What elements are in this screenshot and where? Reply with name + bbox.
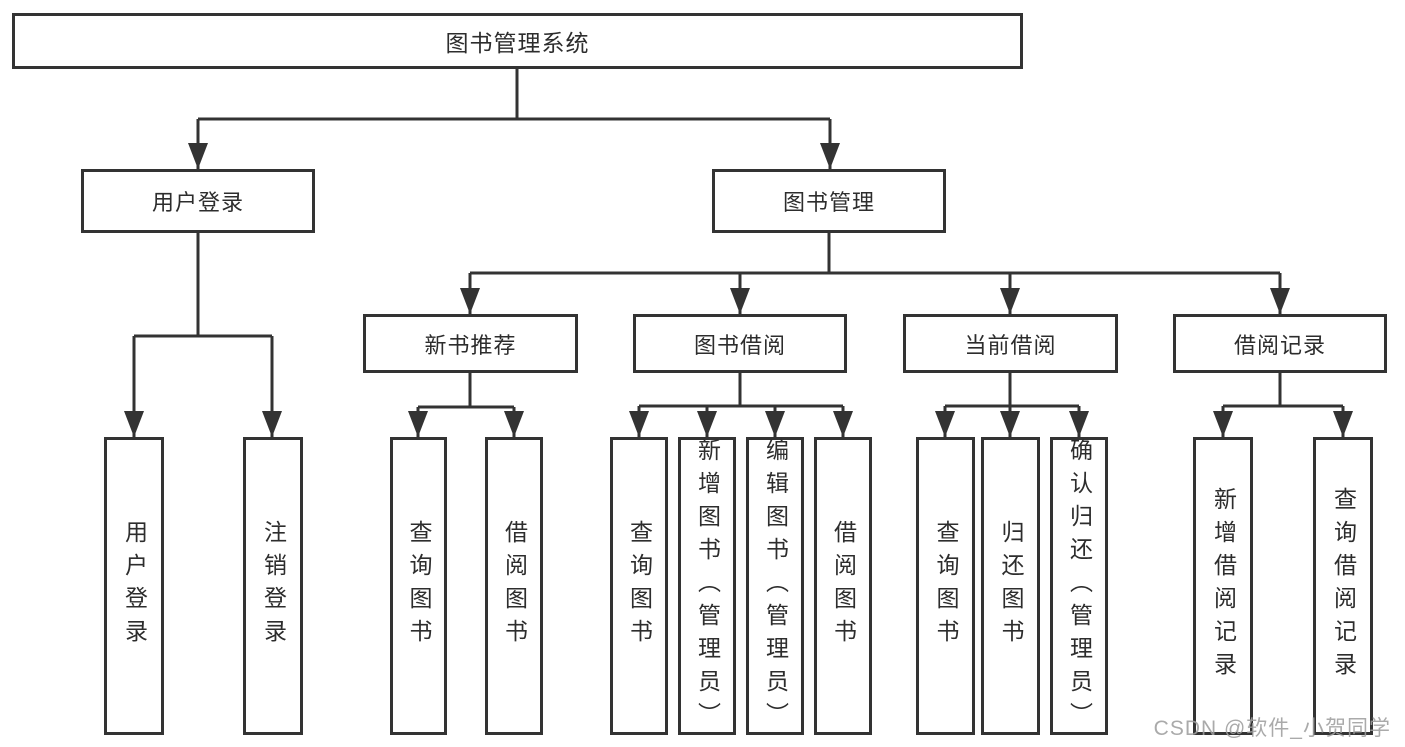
node-leaf-borrow-books-1: 借阅图书 — [485, 437, 543, 735]
node-borrowing-records: 借阅记录 — [1173, 314, 1387, 373]
node-label: 用户登录 — [151, 190, 244, 215]
node-label: 查询图书 — [406, 520, 432, 652]
node-leaf-edit-book-admin: 编辑图书（管理员） — [746, 437, 804, 735]
connector-current-borrow-branch — [945, 373, 1079, 408]
node-label: 借阅记录 — [1233, 332, 1326, 358]
node-leaf-return-books: 归还图书 — [981, 437, 1040, 735]
node-current-borrowing: 当前借阅 — [903, 314, 1118, 373]
node-library-system: 图书管理系统 — [12, 13, 1023, 69]
node-leaf-user-login: 用户登录 — [104, 437, 164, 735]
node-book-borrowing: 图书借阅 — [633, 314, 847, 373]
node-label: 用户登录 — [121, 520, 148, 652]
node-leaf-query-books-1: 查询图书 — [390, 437, 447, 735]
node-label: 新书推荐 — [424, 332, 517, 358]
node-label: 编辑图书（管理员） — [762, 437, 789, 735]
connector-records-branch — [1223, 373, 1343, 408]
node-label: 确认归还（管理员） — [1066, 437, 1093, 735]
node-leaf-borrow-books-2: 借阅图书 — [814, 437, 872, 735]
connector-user-login-branch — [134, 233, 272, 338]
node-leaf-query-books-2: 查询图书 — [610, 437, 668, 735]
connector-root-branch — [198, 69, 830, 121]
node-label: 图书管理系统 — [445, 30, 590, 56]
node-leaf-add-borrow-record: 新增借阅记录 — [1193, 437, 1253, 735]
node-label: 新增借阅记录 — [1210, 487, 1237, 685]
connector-book-management-branch — [470, 233, 1280, 275]
node-book-management: 图书管理 — [712, 169, 946, 233]
node-leaf-query-books-3: 查询图书 — [916, 437, 975, 735]
node-label: 注销登录 — [260, 520, 287, 652]
node-label: 借阅图书 — [830, 520, 857, 652]
node-label: 查询图书 — [626, 520, 653, 652]
node-leaf-add-book-admin: 新增图书（管理员） — [678, 437, 736, 735]
node-new-book-recommend: 新书推荐 — [363, 314, 578, 373]
node-label: 查询图书 — [933, 520, 959, 652]
node-label: 归还图书 — [998, 520, 1024, 652]
node-leaf-logout: 注销登录 — [243, 437, 303, 735]
node-label: 图书借阅 — [693, 332, 786, 358]
connector-book-borrow-branch — [639, 373, 843, 408]
node-user-login: 用户登录 — [81, 169, 315, 233]
node-label: 借阅图书 — [501, 520, 528, 652]
watermark-text: CSDN @软件_小贺同学 — [1153, 717, 1391, 740]
node-leaf-confirm-return-admin: 确认归还（管理员） — [1050, 437, 1108, 735]
node-label: 查询借阅记录 — [1330, 487, 1357, 685]
node-label: 图书管理 — [782, 190, 875, 215]
node-leaf-query-borrow-record: 查询借阅记录 — [1313, 437, 1373, 735]
connector-new-book-branch — [418, 373, 514, 409]
node-label: 当前借阅 — [964, 332, 1057, 358]
node-label: 新增图书（管理员） — [694, 437, 721, 735]
